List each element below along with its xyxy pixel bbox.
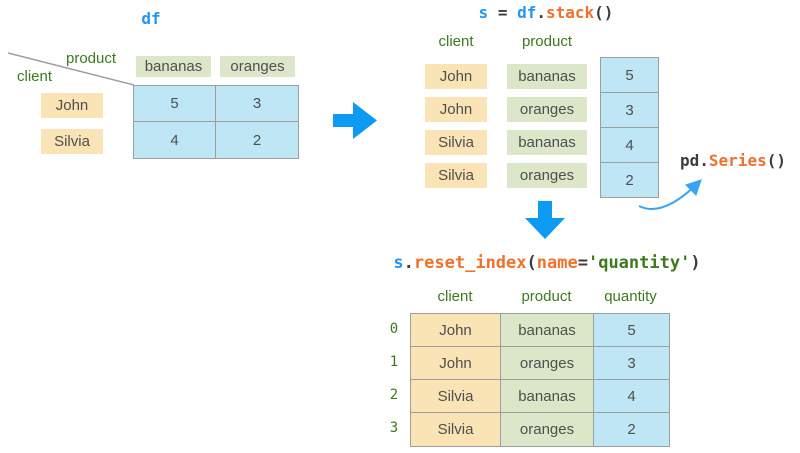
reset-cell-client: Silvia — [411, 380, 501, 413]
reset-cell-product: oranges — [501, 413, 594, 446]
code-token-dot: . — [403, 253, 414, 273]
df-columns-axis-label: product — [66, 50, 117, 67]
arrow-right-icon — [333, 102, 377, 139]
df-cell: 2 — [252, 131, 262, 149]
stack-values-column: 5 3 4 2 — [600, 57, 659, 198]
stack-client-cell: Silvia — [425, 130, 487, 155]
reset-header-quantity: quantity — [604, 288, 657, 305]
reset-index-label: 1 — [389, 354, 399, 370]
df-column-header-oranges: oranges — [220, 56, 295, 77]
stack-code-title: s = df.stack() — [416, 3, 676, 23]
code-token-close-paren: ) — [690, 253, 701, 273]
reset-index-label: 0 — [389, 321, 399, 337]
code-token-parens: () — [594, 3, 614, 22]
stack-client-cell: John — [425, 97, 487, 122]
df-row-header: John — [41, 93, 103, 118]
df-row-header: Silvia — [41, 129, 103, 154]
code-token-reset-index: reset_index — [413, 253, 527, 273]
stack-product-cell: bananas — [507, 130, 587, 155]
reset-cell-quantity: 2 — [594, 413, 669, 446]
reset-cell-client: John — [411, 314, 501, 347]
code-token-stack: stack — [546, 3, 595, 22]
df-index-axis-label: client — [17, 68, 53, 85]
index-columns-divider-line — [7, 52, 135, 86]
reset-cell-product: bananas — [501, 314, 594, 347]
code-token-df: df — [517, 3, 537, 22]
code-token-series: Series — [708, 151, 767, 170]
df-column-header-bananas: bananas — [136, 56, 211, 77]
code-token-name-arg: name — [536, 253, 578, 273]
stack-client-cell: Silvia — [425, 163, 487, 188]
reset-cell-client: John — [411, 347, 501, 380]
reset-cell-client: Silvia — [411, 413, 501, 446]
stack-value-cell: 3 — [601, 93, 658, 128]
reset-index-label: 3 — [389, 420, 399, 436]
reset-cell-quantity: 4 — [594, 380, 669, 413]
stack-value-cell: 4 — [601, 128, 658, 163]
df-cell: 4 — [134, 122, 216, 158]
code-token-s: s — [478, 3, 489, 22]
df-title: df — [141, 9, 161, 28]
pd-series-label: pd.Series() — [680, 151, 786, 171]
stack-value-cell: 2 — [625, 171, 634, 189]
stack-product-cell: oranges — [507, 97, 587, 122]
code-token-equals: = — [488, 3, 518, 22]
code-token-pd: pd. — [680, 151, 709, 170]
reset-index-label: 2 — [389, 387, 399, 403]
code-token-s: s — [393, 253, 404, 273]
series-pointer-arrow — [638, 179, 702, 210]
stack-product-cell: oranges — [507, 163, 587, 188]
stack-value-cell: 5 — [601, 58, 658, 93]
df-values-table: 5 3 4 2 — [133, 85, 299, 159]
reset-cell-quantity: 5 — [594, 314, 669, 347]
reset-header-product: product — [521, 288, 572, 305]
code-token-parens: () — [766, 151, 786, 170]
df-cell: 5 — [134, 86, 216, 122]
arrow-down-icon — [525, 201, 565, 239]
reset-values-table: John bananas 5 John oranges 3 Silvia ban… — [410, 313, 670, 447]
stack-header-client: client — [438, 33, 474, 50]
reset-index-code-title: s.reset_index(name='quantity') — [380, 252, 714, 274]
reset-header-client: client — [437, 288, 473, 305]
code-token-open-paren: ( — [526, 253, 537, 273]
stack-header-product: product — [521, 33, 573, 50]
code-token-equals: = — [577, 253, 588, 273]
code-token-quantity-string: 'quantity' — [587, 253, 691, 273]
stack-product-cell: bananas — [507, 64, 587, 89]
reset-cell-quantity: 3 — [594, 347, 669, 380]
df-cell: 3 — [216, 86, 298, 122]
stack-client-cell: John — [425, 64, 487, 89]
code-token-dot: . — [536, 3, 546, 22]
reset-cell-product: oranges — [501, 347, 594, 380]
reset-cell-product: bananas — [501, 380, 594, 413]
